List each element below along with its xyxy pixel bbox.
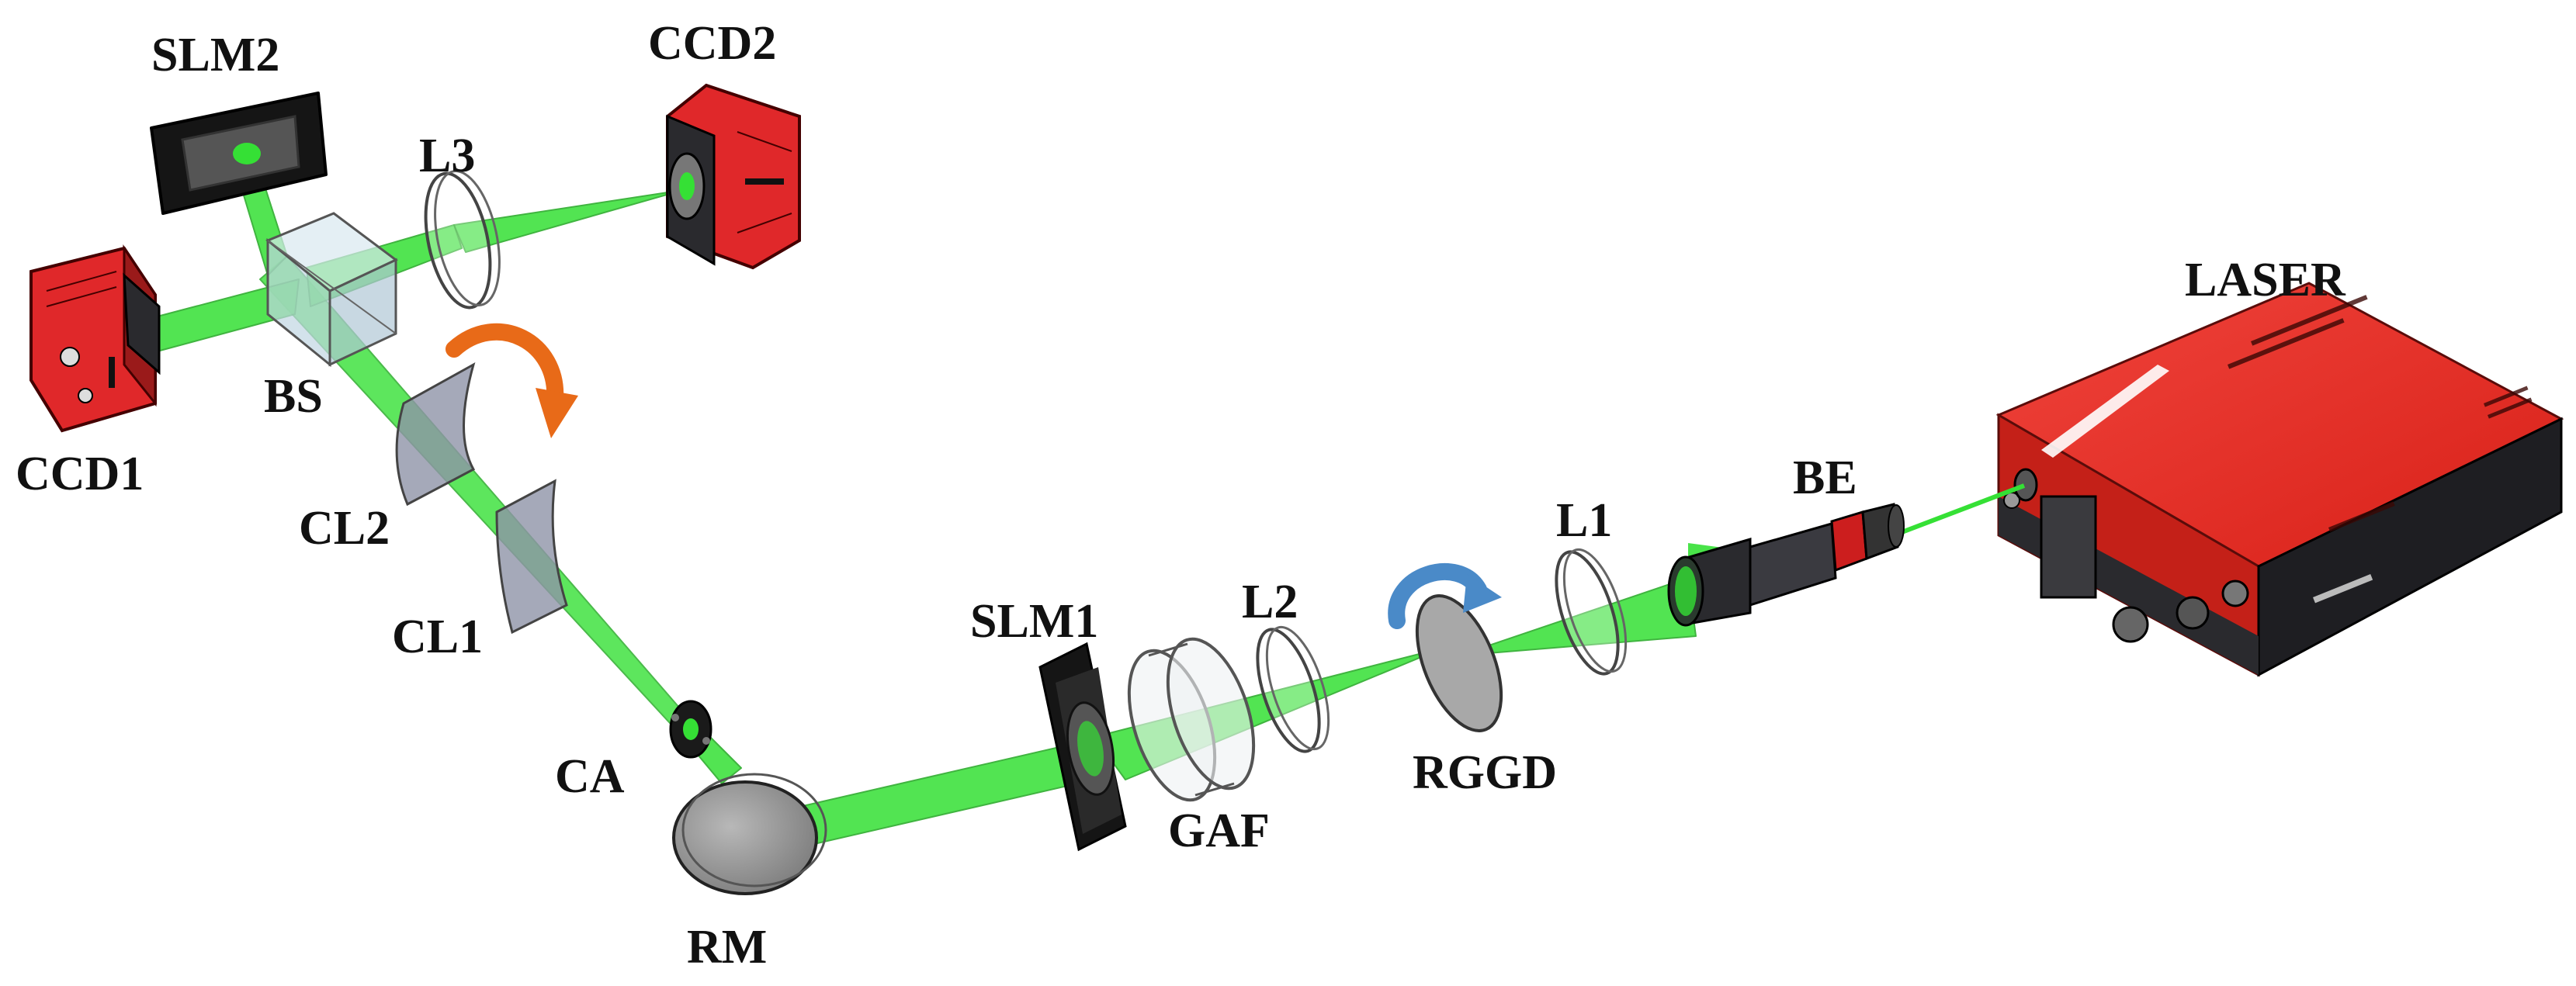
label-rm: RM [687, 921, 768, 974]
label-bs: BS [264, 370, 323, 423]
label-slm2: SLM2 [151, 29, 280, 81]
label-ccd1: CCD1 [16, 448, 144, 500]
label-gaf: GAF [1168, 804, 1270, 857]
beam-splitter-cube [265, 212, 398, 368]
label-rggd: RGGD [1413, 746, 1557, 799]
laser-front-panel [2003, 492, 2373, 643]
label-l1: L1 [1556, 494, 1613, 547]
lens-l2 [1256, 625, 1330, 753]
lens-l3 [424, 170, 501, 310]
label-be: BE [1793, 451, 1857, 504]
ccd1-camera [29, 244, 161, 433]
circular-aperture [669, 700, 712, 759]
label-cl2: CL2 [299, 502, 390, 555]
label-cl1: CL1 [392, 611, 484, 663]
label-slm1: SLM1 [970, 595, 1099, 648]
cylindrical-lens-cl1 [495, 479, 568, 635]
cl2-rotation-arrow [446, 323, 578, 438]
cylindrical-lens-cl2 [395, 362, 476, 507]
lens-l1 [1555, 548, 1628, 676]
slm1-device [1038, 642, 1127, 852]
label-ccd2: CCD2 [648, 17, 777, 70]
rotating-ground-glass-disk [1388, 563, 1503, 732]
label-laser: LASER [2185, 254, 2345, 306]
slm2-device [150, 92, 328, 215]
gaussian-amplitude-filter [1127, 637, 1256, 802]
ccd2-camera [666, 83, 801, 270]
label-ca: CA [555, 750, 625, 803]
laser-body [1995, 282, 2564, 677]
label-l3: L3 [419, 130, 476, 182]
label-l2: L2 [1242, 576, 1298, 628]
beam-expander [1667, 503, 1905, 627]
reflecting-mirror [672, 773, 827, 895]
